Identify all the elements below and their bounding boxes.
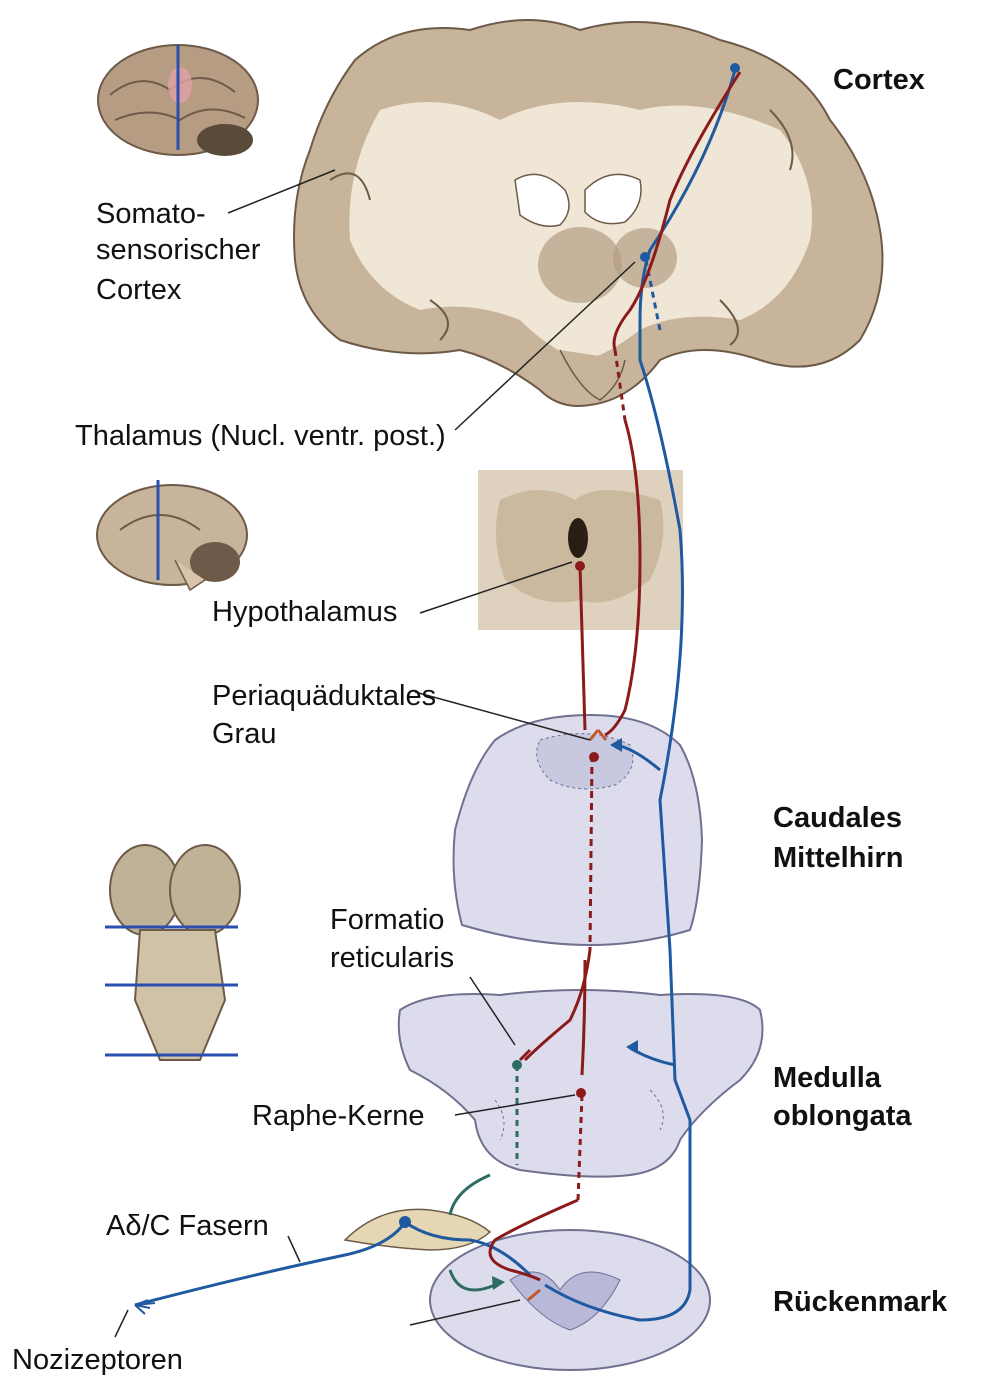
brainstem-thumbnail xyxy=(105,845,240,1060)
label-pag-line2: Grau xyxy=(212,716,276,752)
label-cortex: Cortex xyxy=(833,62,925,98)
brain-thumbnail-medial xyxy=(97,480,247,590)
coronal-brain-section xyxy=(294,20,883,406)
medulla-section xyxy=(399,990,763,1177)
label-medulla-line1: Medulla xyxy=(773,1060,881,1096)
label-formatio-line1: Formatio xyxy=(330,902,444,938)
caudal-midbrain-section xyxy=(454,715,702,945)
label-thalamus: Thalamus (Nucl. ventr. post.) xyxy=(75,418,446,454)
label-somatosensory-line2: sensorischer xyxy=(96,232,260,268)
label-formatio-line2: reticularis xyxy=(330,940,454,976)
label-caudal-midbrain-line1: Caudales xyxy=(773,800,902,836)
label-spinal-cord: Rückenmark xyxy=(773,1284,947,1320)
label-raphe: Raphe-Kerne xyxy=(252,1098,425,1134)
label-hypothalamus: Hypothalamus xyxy=(212,594,397,630)
label-somatosensory-line3: Cortex xyxy=(96,272,181,308)
label-medulla-line2: oblongata xyxy=(773,1098,912,1134)
label-caudal-midbrain-line2: Mittelhirn xyxy=(773,840,904,876)
brain-thumbnail-lateral xyxy=(98,45,258,156)
label-pag-line1: Periaquäduktales xyxy=(212,678,436,714)
label-somatosensory-line1: Somato- xyxy=(96,196,206,232)
label-fibers: Aδ/C Fasern xyxy=(106,1208,269,1244)
label-nociceptors: Nozizeptoren xyxy=(12,1342,183,1378)
